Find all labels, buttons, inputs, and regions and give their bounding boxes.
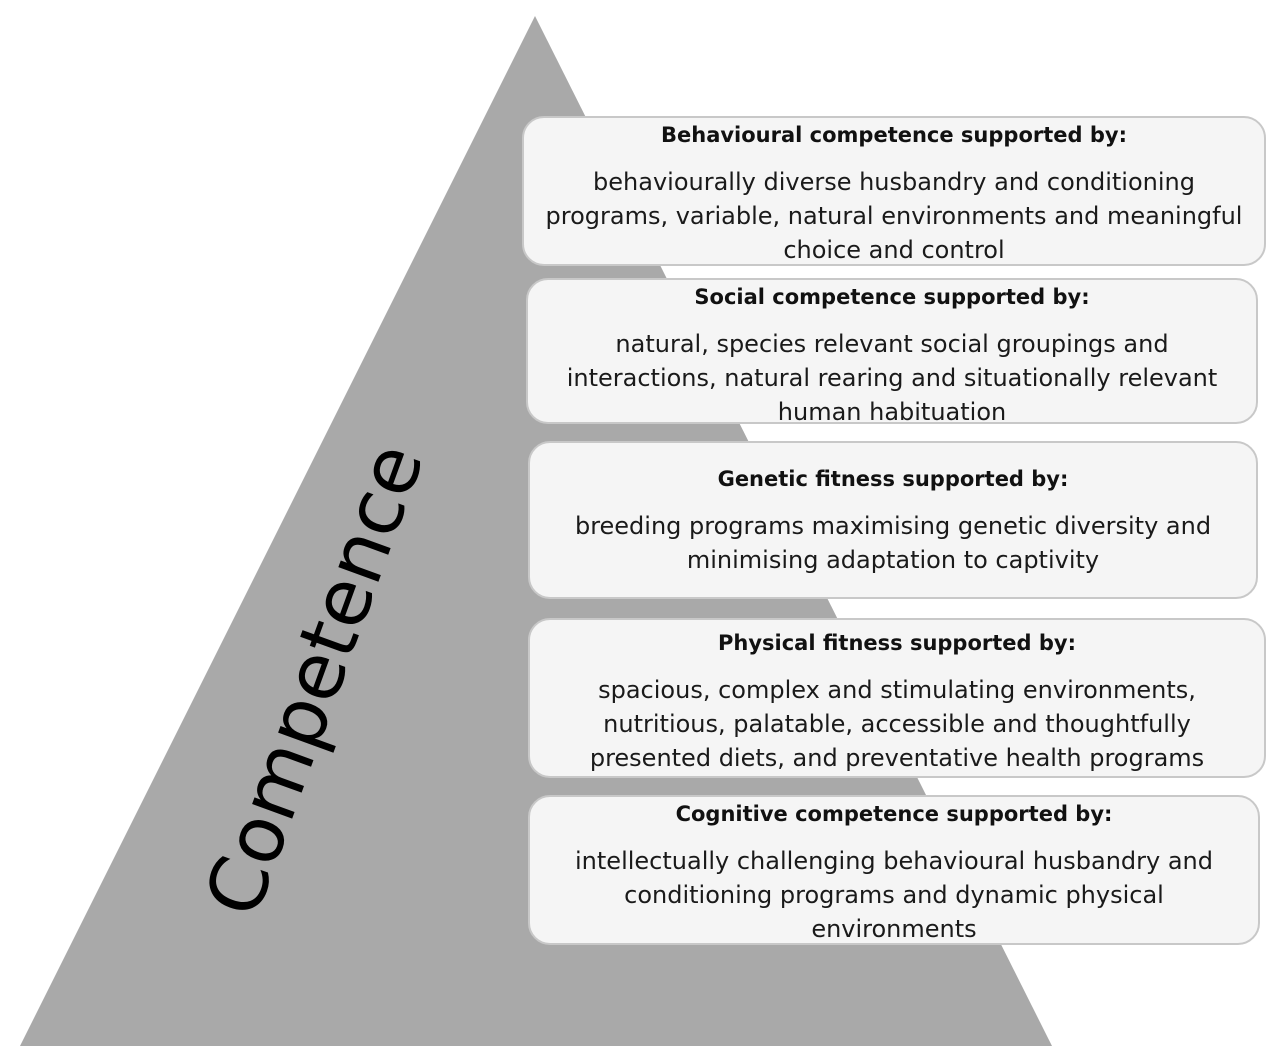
cognitive-competence-box: Cognitive competence supported by: intel… xyxy=(528,795,1260,945)
box-title: Genetic fitness supported by: xyxy=(717,467,1069,491)
behavioural-competence-box: Behavioural competence supported by: beh… xyxy=(522,116,1266,266)
box-body: breeding programs maximising genetic div… xyxy=(574,512,1212,574)
box-title: Social competence supported by: xyxy=(694,285,1090,309)
physical-fitness-box: Physical fitness supported by: spacious,… xyxy=(528,618,1266,778)
box-title: Behavioural competence supported by: xyxy=(661,123,1127,147)
box-body: natural, species relevant social groupin… xyxy=(566,330,1218,426)
box-body: behaviourally diverse husbandry and cond… xyxy=(545,168,1243,264)
social-competence-box: Social competence supported by: natural,… xyxy=(526,278,1258,426)
box-title: Cognitive competence supported by: xyxy=(675,802,1113,826)
box-body: intellectually challenging behavioural h… xyxy=(575,847,1213,943)
genetic-fitness-box: Genetic fitness supported by: breeding p… xyxy=(528,441,1258,599)
box-title: Physical fitness supported by: xyxy=(717,631,1076,655)
box-body: spacious, complex and stimulating enviro… xyxy=(589,676,1205,772)
